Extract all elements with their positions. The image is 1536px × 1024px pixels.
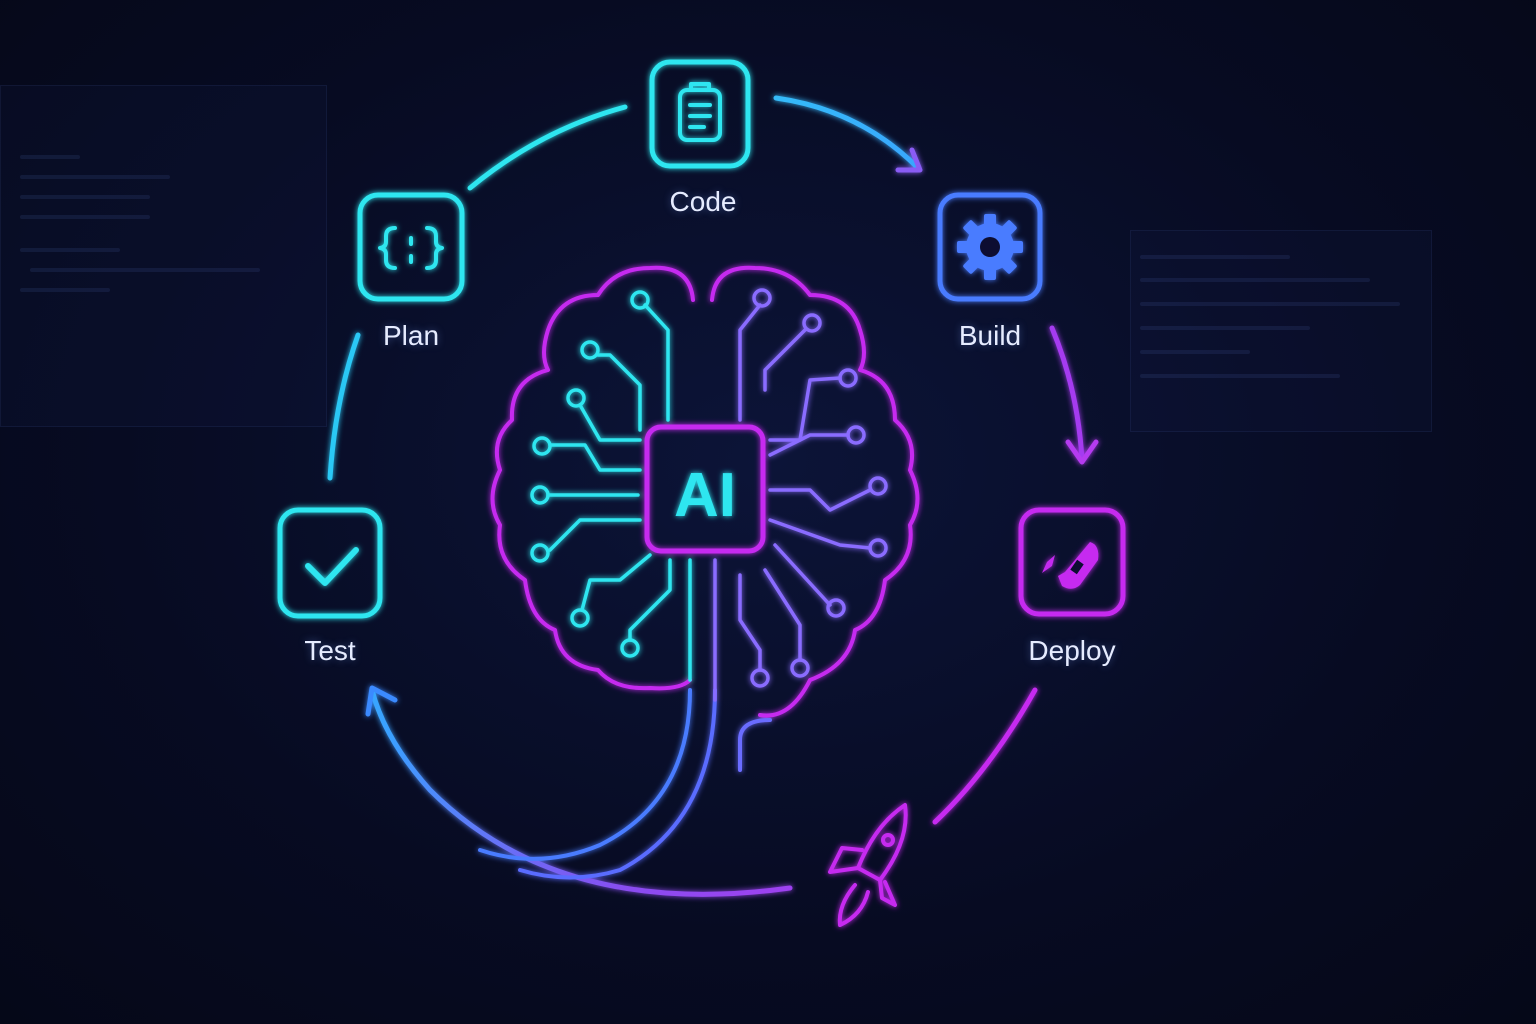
brain-tail (478, 688, 692, 861)
background-line (1140, 326, 1310, 330)
arc-plan-to-code (467, 104, 628, 191)
clipboard-icon (678, 82, 722, 142)
background-line (20, 175, 170, 179)
brain-outline (490, 265, 920, 718)
stage-label-test: Test (304, 635, 356, 666)
background-line (1140, 374, 1340, 378)
background-code-panel-right (1130, 230, 1432, 432)
checkmark-icon (305, 547, 359, 586)
background-line (30, 268, 260, 272)
background-code-panel-left (0, 85, 327, 427)
stage-label-code: Code (669, 186, 737, 217)
code-box (649, 59, 751, 169)
rocket-icon (828, 803, 908, 927)
background-line (1140, 278, 1370, 282)
test-box (277, 507, 383, 619)
brain-tail (518, 688, 717, 880)
stage-label-deploy: Deploy (1028, 635, 1116, 666)
background-line (1140, 302, 1400, 306)
stage-label-plan: Plan (382, 320, 440, 351)
circuit-traces-right (713, 288, 888, 702)
gear-icon (957, 214, 1023, 280)
ai-chip (644, 424, 766, 554)
background-line (20, 215, 150, 219)
circuit-traces-left (530, 290, 692, 682)
background-line (20, 195, 150, 199)
plan-box (357, 192, 465, 302)
arrow-head-deploy (1065, 439, 1099, 465)
background-line (1140, 350, 1250, 354)
arc-code-to-build (773, 95, 921, 171)
stage-label-build: Build (958, 320, 1022, 351)
arc-rocket-to-test (369, 687, 793, 897)
arrow-head-build (895, 147, 923, 173)
build-box (937, 192, 1043, 302)
arrow-head-test (365, 685, 398, 717)
deploy-box (1018, 507, 1126, 617)
brain-tail (738, 718, 772, 772)
deploy-icon (1042, 542, 1099, 589)
arc-deploy-to-rocket (932, 687, 1038, 825)
arc-test-to-plan (327, 332, 361, 481)
background-line (20, 248, 120, 252)
background-line (20, 155, 80, 159)
curly-braces-icon (378, 226, 444, 270)
arc-build-to-deploy (1049, 325, 1085, 463)
ai-label: AI (674, 461, 736, 530)
background-line (1140, 255, 1290, 259)
background-line (20, 288, 110, 292)
